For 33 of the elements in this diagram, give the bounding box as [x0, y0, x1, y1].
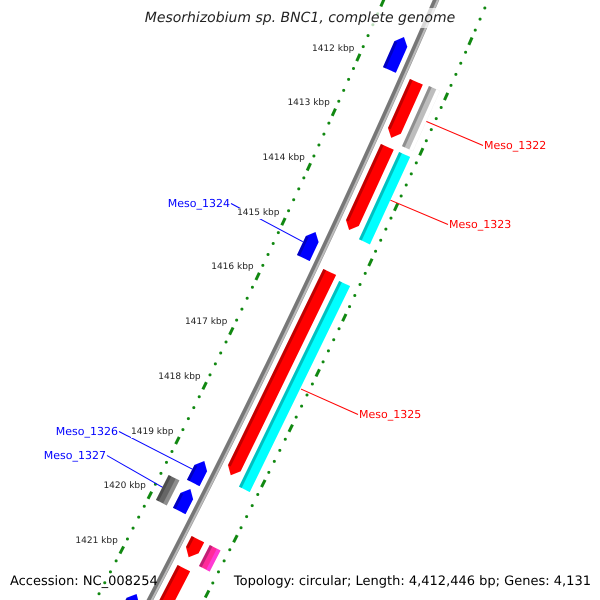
footer-text: Topology: circular; Length: 4,412,446 bp; Genes: 4,131: [234, 574, 591, 590]
gene-label: Meso_1327: [44, 449, 106, 462]
gene-label: Meso_1326: [56, 425, 118, 438]
gene-segment: [382, 36, 407, 73]
gene-segment: [296, 232, 318, 261]
gene-label: Meso_1325: [359, 408, 422, 421]
gene-segment: [172, 489, 193, 514]
tick-label: 1420 kbp: [103, 481, 146, 492]
gene-bar: [402, 86, 440, 152]
tick-label: 1415 kbp: [237, 208, 280, 219]
tick-label: 1412 kbp: [312, 44, 354, 54]
tick-label: 1416 kbp: [211, 262, 254, 274]
leader-line: [426, 120, 484, 146]
tick-label: 1421 kbp: [75, 536, 118, 547]
gene-bar: [359, 152, 410, 244]
tick-label: 1419 kbp: [131, 426, 174, 438]
footer-text: Accession: NC_008254: [10, 574, 158, 590]
gene-label: Meso_1322: [484, 139, 546, 152]
gene-label: Meso_1323: [449, 218, 512, 231]
leader-line: [106, 455, 164, 488]
gene-segment: [186, 536, 205, 557]
leader-line: [390, 200, 448, 225]
leader-line: [118, 431, 193, 470]
tick-label: 1413 kbp: [287, 98, 330, 110]
gene-bar: [239, 280, 350, 492]
gene-bar: [156, 474, 180, 506]
tick-label: 1418 kbp: [158, 372, 201, 383]
tick-label: 1417 kbp: [184, 317, 228, 328]
gene-segment: [186, 461, 207, 486]
gene-bar: [199, 544, 221, 572]
tick-label: 1414 kbp: [262, 152, 305, 164]
gene-label: Meso_1324: [168, 197, 230, 210]
leader-line: [300, 388, 358, 415]
